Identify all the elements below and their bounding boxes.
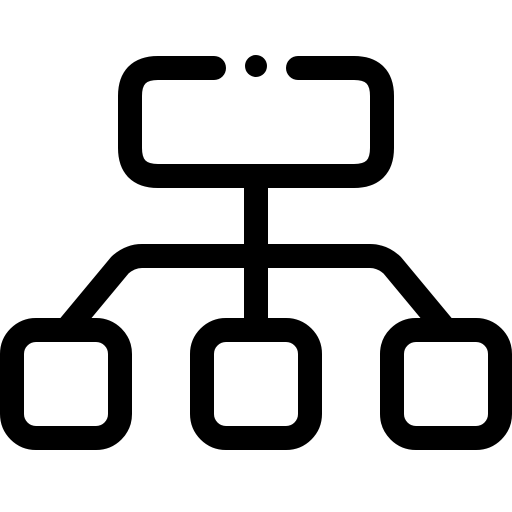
- child-node-left: [0, 318, 132, 450]
- dot-marker: [245, 55, 267, 77]
- branch-connector: [54, 244, 458, 342]
- sitemap-icon-strokes: [0, 56, 512, 450]
- top-node-box: [118, 56, 394, 188]
- child-node-middle: [190, 318, 322, 450]
- child-node-right: [380, 318, 512, 450]
